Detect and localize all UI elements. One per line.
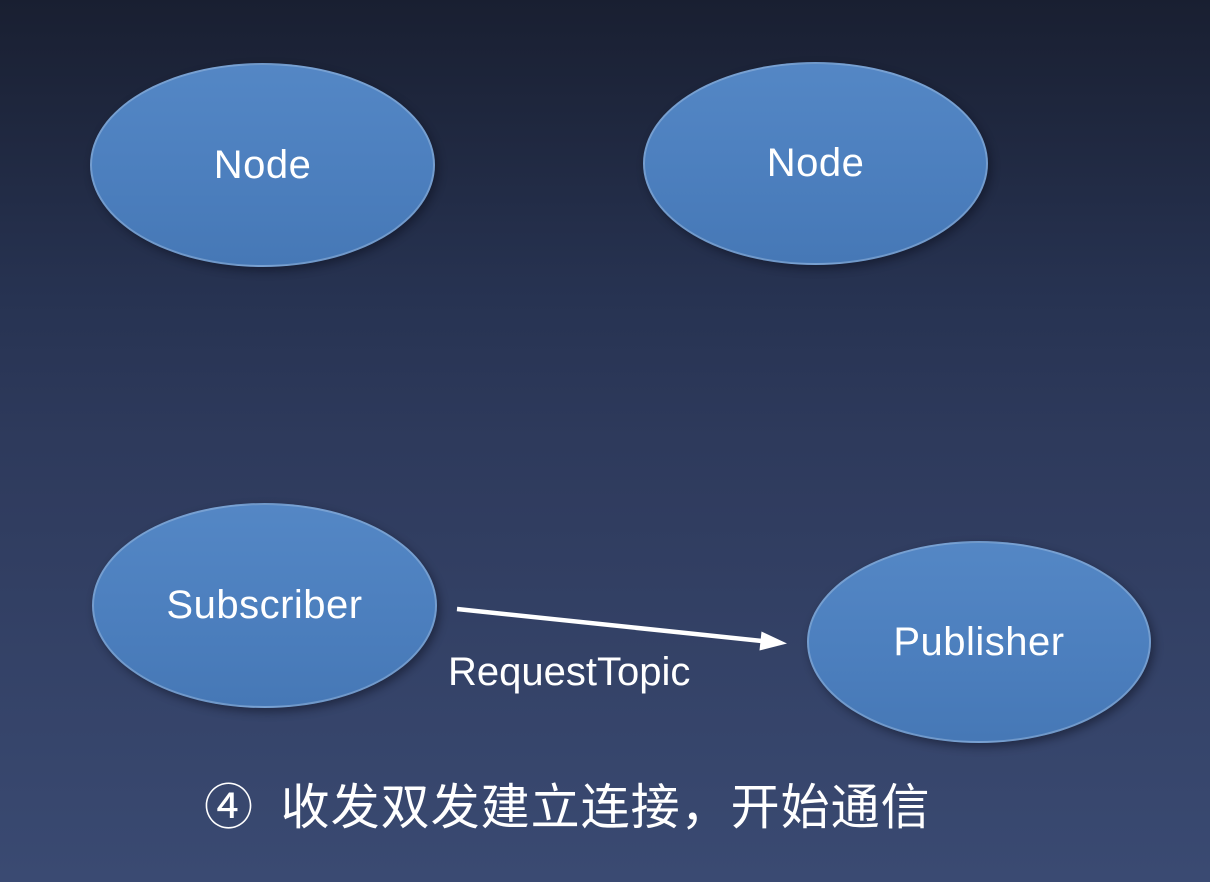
subscriber-label: Subscriber — [166, 583, 363, 627]
node-label: Node — [213, 142, 312, 187]
publisher-ellipse: Publisher — [807, 541, 1151, 743]
node-ellipse-top-left: Node — [90, 63, 435, 267]
node-ellipse-top-right: Node — [643, 62, 988, 265]
request-topic-label: RequestTopic — [448, 650, 691, 694]
subscriber-ellipse: Subscriber — [92, 503, 437, 708]
node-label: Node — [766, 141, 865, 185]
publisher-label: Publisher — [893, 619, 1065, 664]
step4-caption: ④ 收发双发建立连接，开始通信 — [204, 781, 931, 835]
